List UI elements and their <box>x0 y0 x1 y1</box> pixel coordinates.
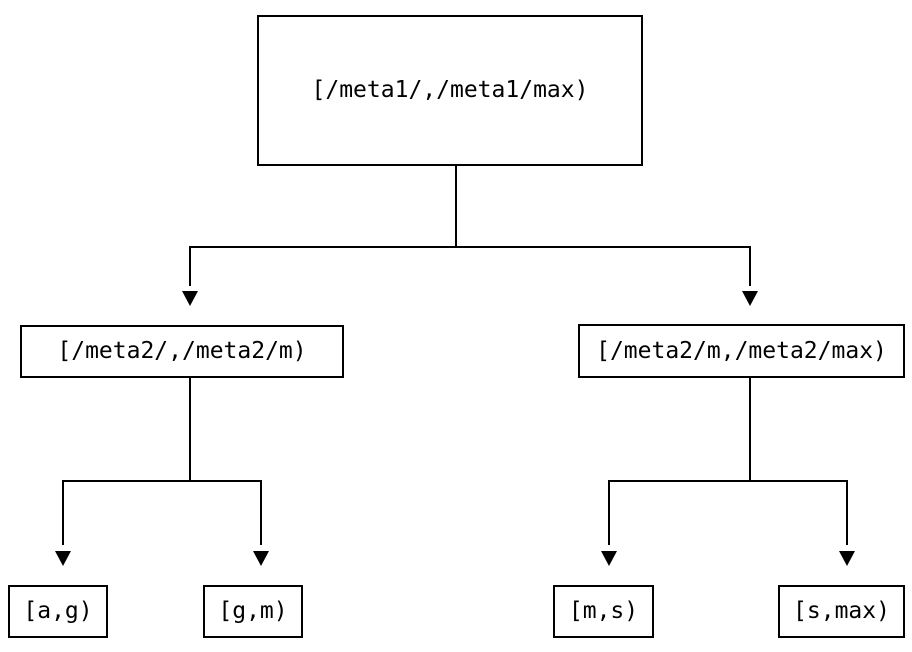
edge-left-child-to-leaves <box>55 377 269 566</box>
node-meta2-left: [/meta2/,/meta2/m) <box>20 325 344 378</box>
node-leaf-ms-label: [m,s) <box>568 598 639 624</box>
node-meta2-left-label: [/meta2/,/meta2/m) <box>57 338 307 364</box>
right-child-branch-line <box>608 480 848 545</box>
root-branch-line <box>189 246 751 286</box>
node-leaf-smax-label: [s,max) <box>793 598 890 624</box>
node-leaf-smax: [s,max) <box>778 585 905 638</box>
arrowhead-to-leaf-gm-icon <box>253 551 269 566</box>
node-leaf-ag: [a,g) <box>8 585 108 638</box>
arrowhead-to-leaf-ms-icon <box>601 551 617 566</box>
node-meta2-right-label: [/meta2/m,/meta2/max) <box>596 337 887 364</box>
arrowhead-to-leaf-ag-icon <box>55 551 71 566</box>
left-child-branch-line <box>62 480 262 545</box>
node-root: [/meta1/,/meta1/max) <box>257 15 643 166</box>
edge-right-child-to-leaves <box>601 378 855 566</box>
arrowhead-to-left-child-icon <box>182 291 198 306</box>
node-leaf-ms: [m,s) <box>553 585 654 638</box>
arrowhead-to-leaf-smax-icon <box>839 551 855 566</box>
node-meta2-right: [/meta2/m,/meta2/max) <box>578 324 905 378</box>
node-leaf-gm: [g,m) <box>203 585 303 638</box>
node-leaf-gm-label: [g,m) <box>218 598 288 624</box>
node-root-label: [/meta1/,/meta1/max) <box>311 77 589 103</box>
node-leaf-ag-label: [a,g) <box>23 598 93 624</box>
arrowhead-to-right-child-icon <box>742 291 758 306</box>
edge-root-to-children <box>182 165 758 306</box>
